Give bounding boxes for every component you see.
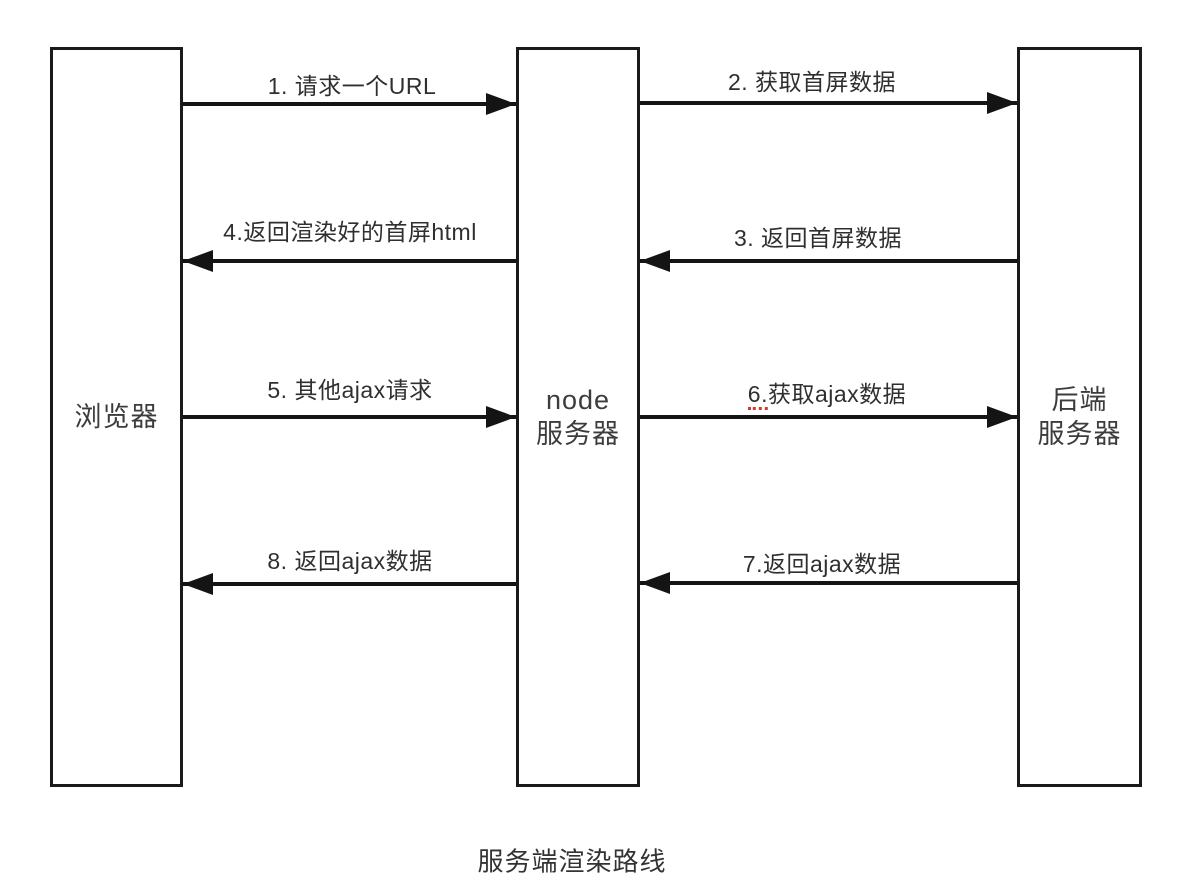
arrowhead-icon-step-3 (640, 250, 670, 272)
arrow-label-step-4: 4.返回渲染好的首屏html (223, 219, 477, 245)
lifeline-label-node-server: node 服务器 (536, 383, 620, 451)
lifeline-box-node-server: node 服务器 (516, 47, 640, 787)
lifeline-box-backend-server: 后端服务器 (1017, 47, 1142, 787)
arrow-label-step-6: 6.获取ajax数据 (747, 375, 907, 410)
arrow-line-step-6 (640, 415, 1017, 419)
lifeline-label-line: node (545, 385, 611, 415)
arrowhead-icon-step-4 (183, 250, 213, 272)
arrow-line-step-7 (640, 581, 1017, 585)
arrowhead-icon-step-2 (987, 92, 1017, 114)
arrow-line-step-3 (640, 259, 1017, 263)
arrowhead-icon-step-1 (486, 93, 516, 115)
arrow-line-step-2 (640, 101, 1017, 105)
diagram-caption: 服务端渲染路线 (477, 846, 667, 877)
arrowhead-icon-step-5 (486, 406, 516, 428)
lifeline-label-line: 后端 (1051, 385, 1108, 415)
arrow-label-text: 获取ajax数据 (767, 381, 907, 407)
lifeline-label-line: 服务器 (536, 419, 620, 449)
spellcheck-underlined-text: 6. (747, 381, 768, 410)
arrow-line-step-8 (183, 582, 516, 586)
arrow-line-step-1 (183, 102, 516, 106)
arrow-label-step-3: 3. 返回首屏数据 (733, 225, 903, 251)
arrow-label-step-5: 5. 其他ajax请求 (267, 377, 433, 403)
arrowhead-icon-step-8 (183, 573, 213, 595)
arrow-label-step-7: 7.返回ajax数据 (742, 551, 902, 577)
lifeline-label-line: 浏览器 (74, 402, 159, 432)
arrowhead-icon-step-6 (987, 406, 1017, 428)
arrow-label-step-1: 1. 请求一个URL (267, 73, 437, 99)
arrow-label-step-8: 8. 返回ajax数据 (267, 548, 433, 574)
lifeline-box-browser: 浏览器 (50, 47, 183, 787)
arrow-line-step-5 (183, 415, 516, 419)
lifeline-label-backend-server: 后端服务器 (1038, 383, 1122, 451)
arrow-label-step-2: 2. 获取首屏数据 (727, 69, 897, 95)
arrow-line-step-4 (183, 259, 516, 263)
lifeline-label-browser: 浏览器 (75, 400, 159, 434)
lifeline-label-line: 服务器 (1037, 419, 1122, 449)
arrowhead-icon-step-7 (640, 572, 670, 594)
